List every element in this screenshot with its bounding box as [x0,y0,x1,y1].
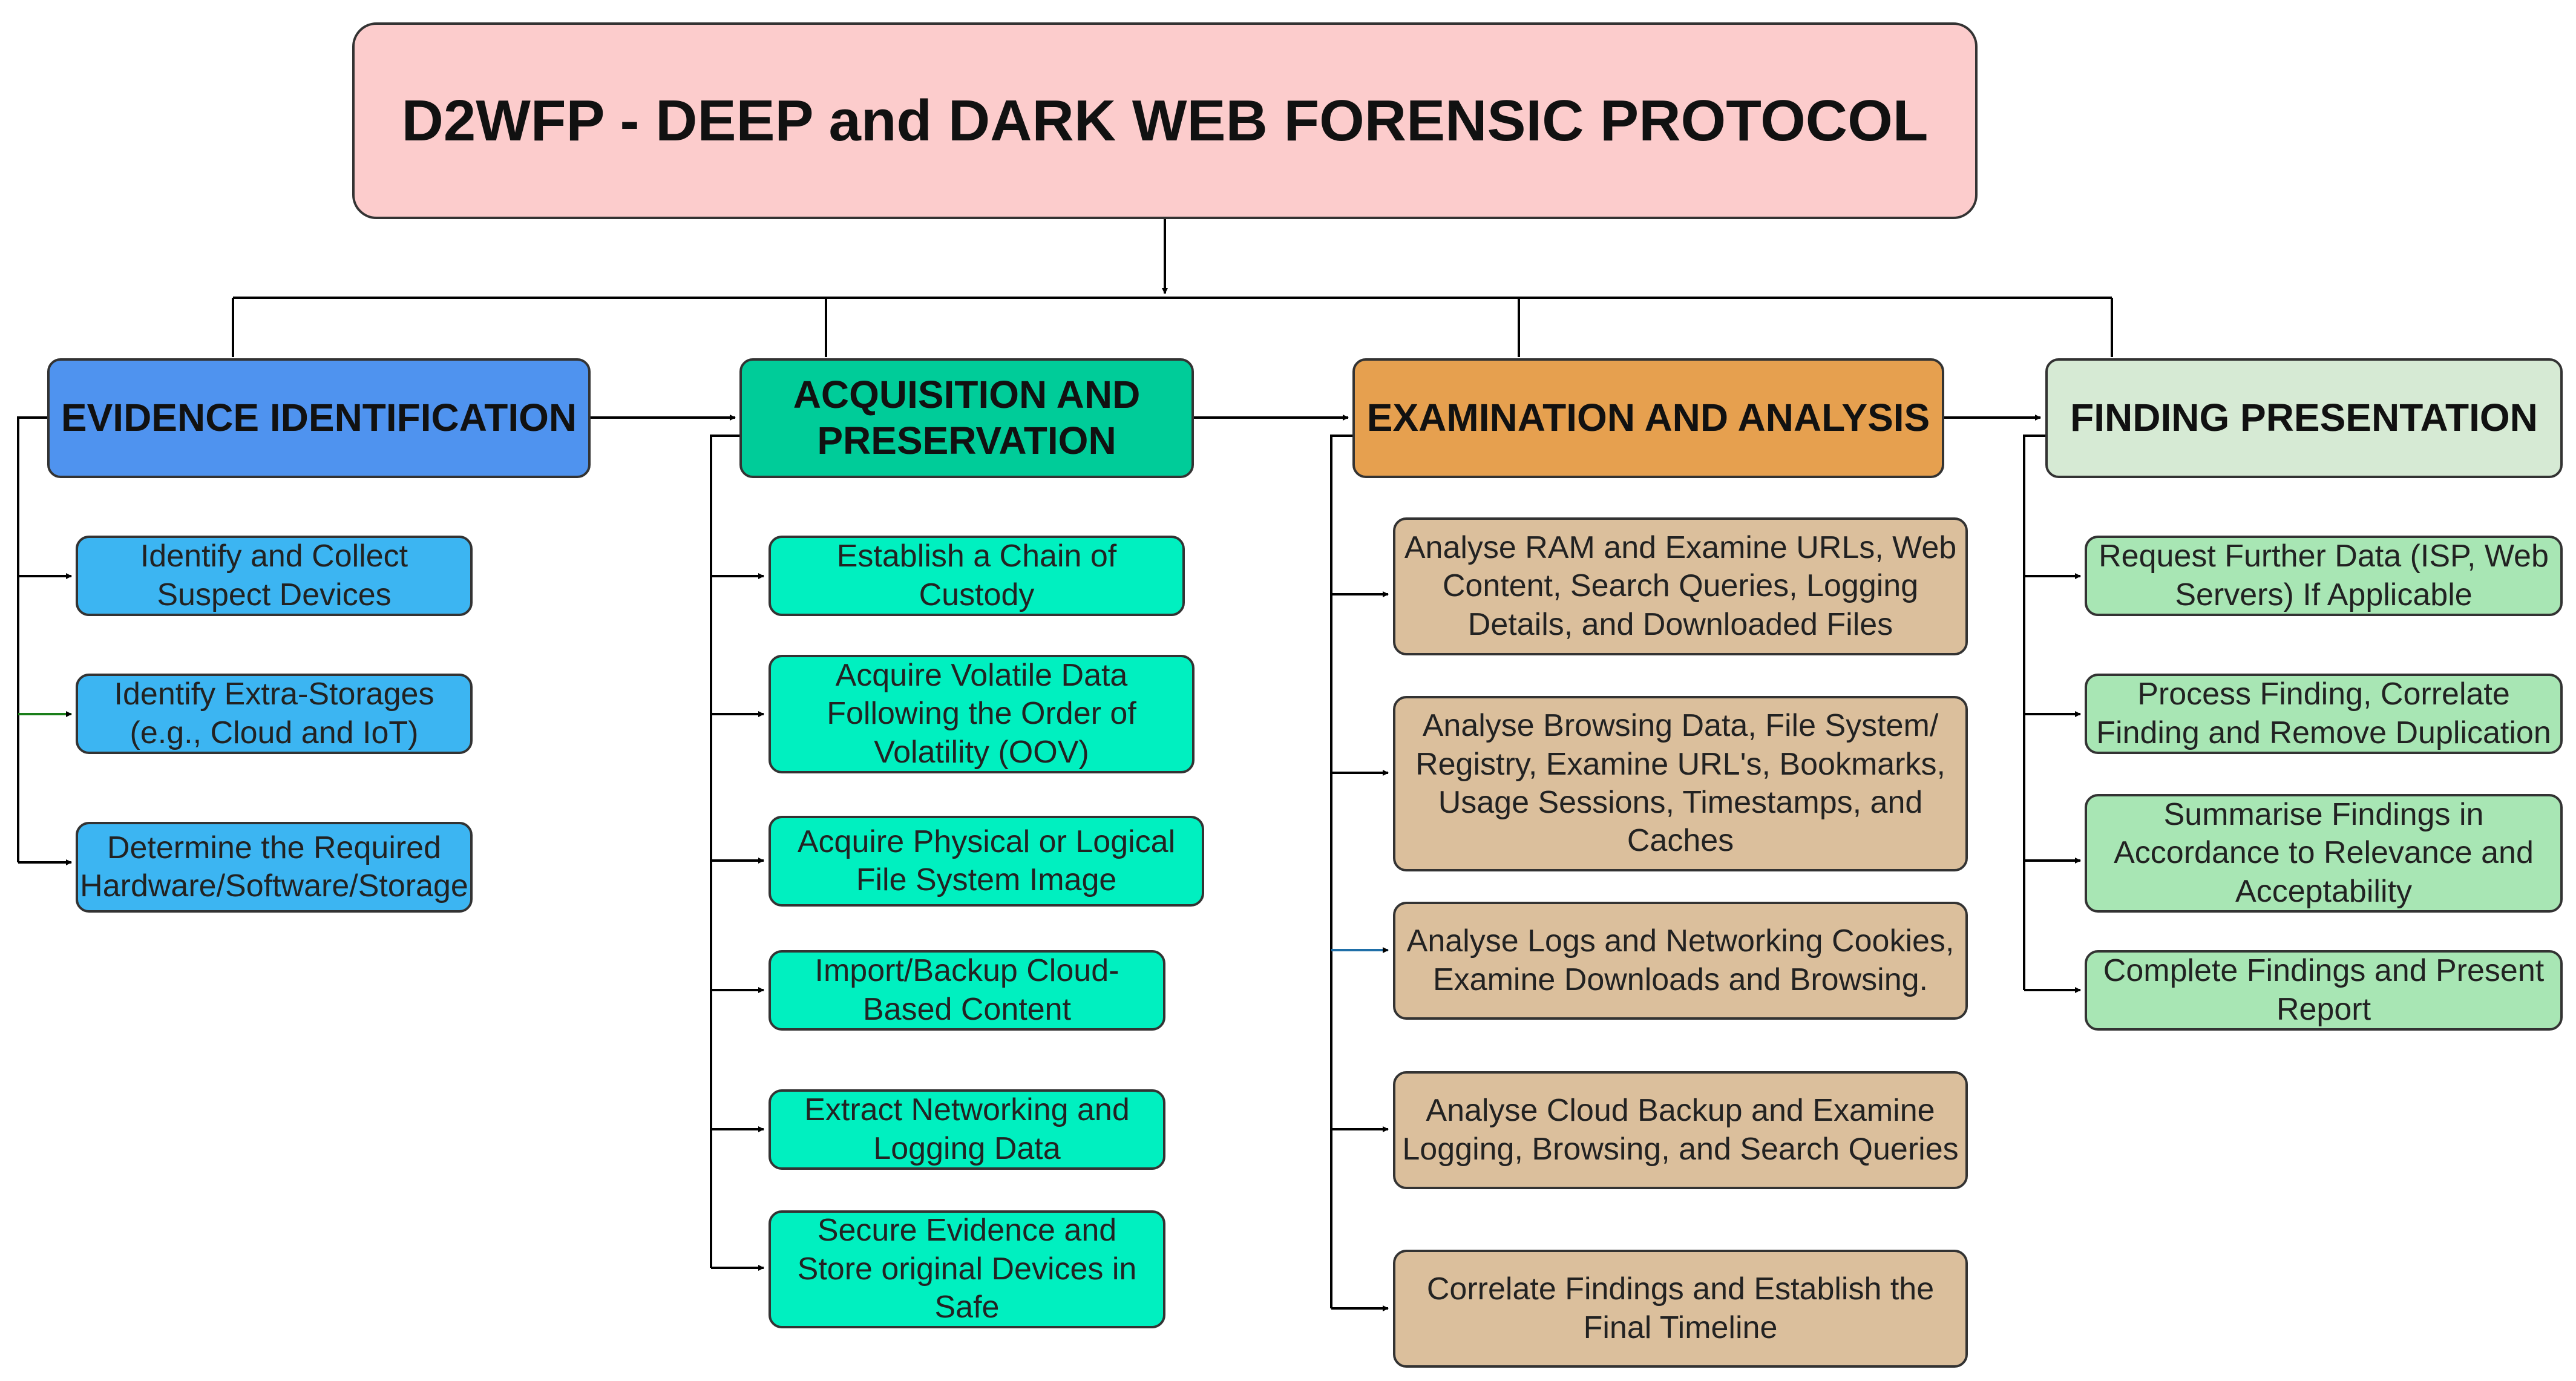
acquisition-item-5: Extract Networking and Logging Data [769,1089,1165,1170]
finding-item-3: Summarise Findings in Accordance to Rele… [2085,794,2563,913]
examination-item-1: Analyse RAM and Examine URLs, Web Conten… [1393,517,1968,655]
phase-header-acquisition-preservation: ACQUISITION AND PRESERVATION [739,358,1194,478]
acquisition-item-2: Acquire Volatile Data Following the Orde… [769,655,1195,773]
acquisition-item-4: Import/Backup Cloud-Based Content [769,950,1165,1031]
examination-item-4: Analyse Cloud Backup and Examine Logging… [1393,1071,1968,1189]
evidence-branch-line [17,416,48,862]
finding-branch-line [2023,435,2048,990]
evidence-item-1: Identify and Collect Suspect Devices [76,536,473,616]
examination-item-5: Correlate Findings and Establish the Fin… [1393,1250,1968,1368]
examination-item-3: Analyse Logs and Networking Cookies, Exa… [1393,902,1968,1020]
finding-item-4: Complete Findings and Present Report [2085,950,2563,1031]
evidence-item-3: Determine the Required Hardware/Software… [76,822,473,913]
phase-header-examination-analysis: EXAMINATION AND ANALYSIS [1352,358,1944,478]
acquisition-item-6: Secure Evidence and Store original Devic… [769,1210,1165,1328]
finding-item-1: Request Further Data (ISP, Web Servers) … [2085,536,2563,616]
examination-item-2: Analyse Browsing Data, File System/ Regi… [1393,696,1968,871]
phase-header-evidence-identification: EVIDENCE IDENTIFICATION [47,358,591,478]
acquisition-branch-line [710,435,741,1268]
acquisition-item-1: Establish a Chain of Custody [769,536,1185,616]
evidence-item-2: Identify Extra-Storages (e.g., Cloud and… [76,674,473,754]
examination-branch-line [1330,435,1358,1308]
acquisition-item-3: Acquire Physical or Logical File System … [769,816,1204,907]
diagram-title: D2WFP - DEEP and DARK WEB FORENSIC PROTO… [352,22,1978,219]
phase-header-finding-presentation: FINDING PRESENTATION [2045,358,2563,478]
finding-item-2: Process Finding, Correlate Finding and R… [2085,674,2563,754]
